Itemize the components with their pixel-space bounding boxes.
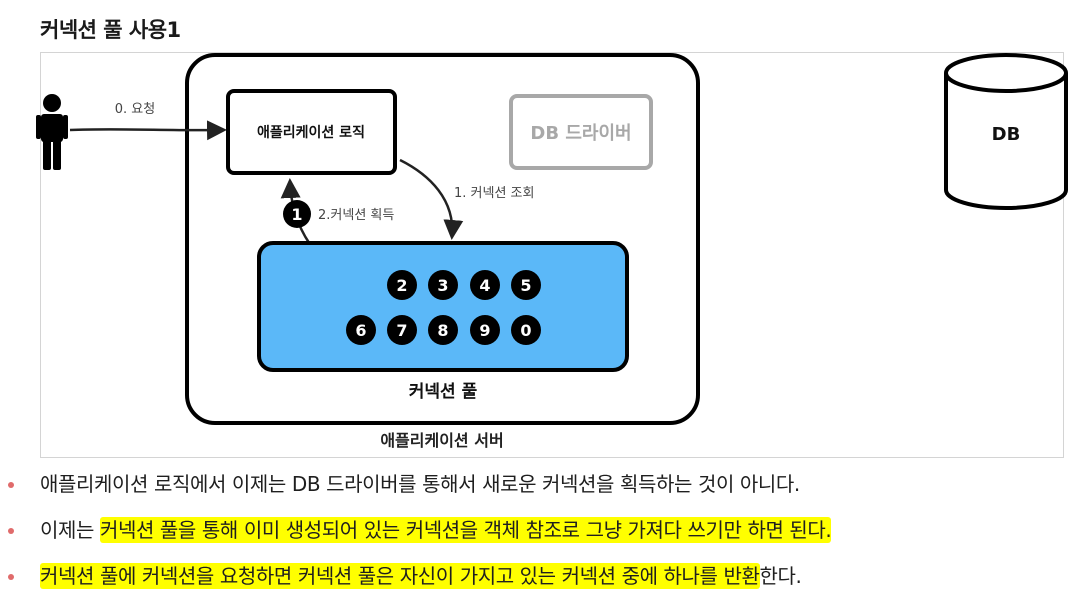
- pool-connection-7: 7: [387, 315, 417, 345]
- pool-connection-2: 2: [387, 270, 417, 300]
- database-label: DB: [992, 124, 1021, 145]
- pool-connections: 2 3 4 5 6 7 8 9 0: [346, 270, 541, 345]
- explanation-list: 애플리케이션 로직에서 이제는 DB 드라이버를 통해서 새로운 커넥션을 획득…: [0, 466, 1077, 604]
- diagram-frame: [40, 52, 1064, 458]
- svg-text:0: 0: [520, 321, 531, 340]
- pool-connection-4: 4: [470, 270, 500, 300]
- page-heading: 커넥션 풀 사용1: [40, 18, 181, 42]
- svg-text:3: 3: [437, 276, 448, 295]
- pool-connection-3: 3: [428, 270, 458, 300]
- svg-text:1: 1: [291, 205, 302, 224]
- connection-pool-diagram: 애플리케이션 서버 0. 요청 애플리케이션 로직 DB 드라이버 DB 1. …: [36, 53, 1068, 450]
- bullet-item: 이제는 커넥션 풀을 통해 이미 생성되어 있는 커넥션을 객체 참조로 그냥 …: [0, 512, 1077, 558]
- database-cylinder: [944, 53, 1068, 210]
- svg-text:6: 6: [355, 321, 366, 340]
- pool-connection-9: 9: [470, 315, 500, 345]
- user-icon: [36, 94, 68, 170]
- acquire-label: 2.커넥션 획득: [318, 208, 394, 223]
- app-logic-label: 애플리케이션 로직: [257, 124, 365, 141]
- highlighted-text: 커넥션 풀에 커넥션을 요청하면 커넥션 풀은 자신이 가지고 있는 커넥션 중…: [40, 563, 760, 589]
- bullet-dot: [8, 574, 14, 580]
- pool-connection-5: 5: [511, 270, 541, 300]
- svg-text:8: 8: [437, 321, 448, 340]
- svg-text:7: 7: [396, 321, 407, 340]
- highlighted-text: 커넥션 풀을 통해 이미 생성되어 있는 커넥션을 객체 참조로 그냥 가져다 …: [99, 517, 832, 543]
- svg-text:9: 9: [479, 321, 490, 340]
- request-label: 0. 요청: [115, 102, 155, 117]
- request-arrow: [69, 120, 227, 141]
- pool-connection-0: 0: [511, 315, 541, 345]
- bullet-item: 애플리케이션 로직에서 이제는 DB 드라이버를 통해서 새로운 커넥션을 획득…: [0, 466, 1077, 512]
- bullet-item: 커넥션 풀에 커넥션을 요청하면 커넥션 풀은 자신이 가지고 있는 커넥션 중…: [0, 558, 1077, 604]
- lookup-arrow: [399, 158, 464, 240]
- bullet-dot: [8, 528, 14, 534]
- lookup-label: 1. 커넥션 조회: [454, 186, 534, 201]
- pool-connection-6: 6: [346, 315, 376, 345]
- svg-text:4: 4: [479, 276, 490, 295]
- application-server-label: 애플리케이션 서버: [380, 431, 503, 450]
- svg-text:5: 5: [520, 276, 531, 295]
- app-logic-box: [226, 89, 397, 175]
- pool-connection-8: 8: [428, 315, 458, 345]
- connection-pool-box: [257, 241, 629, 372]
- connection-pool-label: 커넥션 풀: [409, 382, 478, 402]
- bullet-dot: [8, 482, 14, 488]
- db-driver-box: [509, 94, 653, 170]
- db-driver-label: DB 드라이버: [530, 123, 631, 144]
- acquired-connection-1: 1: [283, 200, 311, 228]
- svg-text:2: 2: [396, 276, 407, 295]
